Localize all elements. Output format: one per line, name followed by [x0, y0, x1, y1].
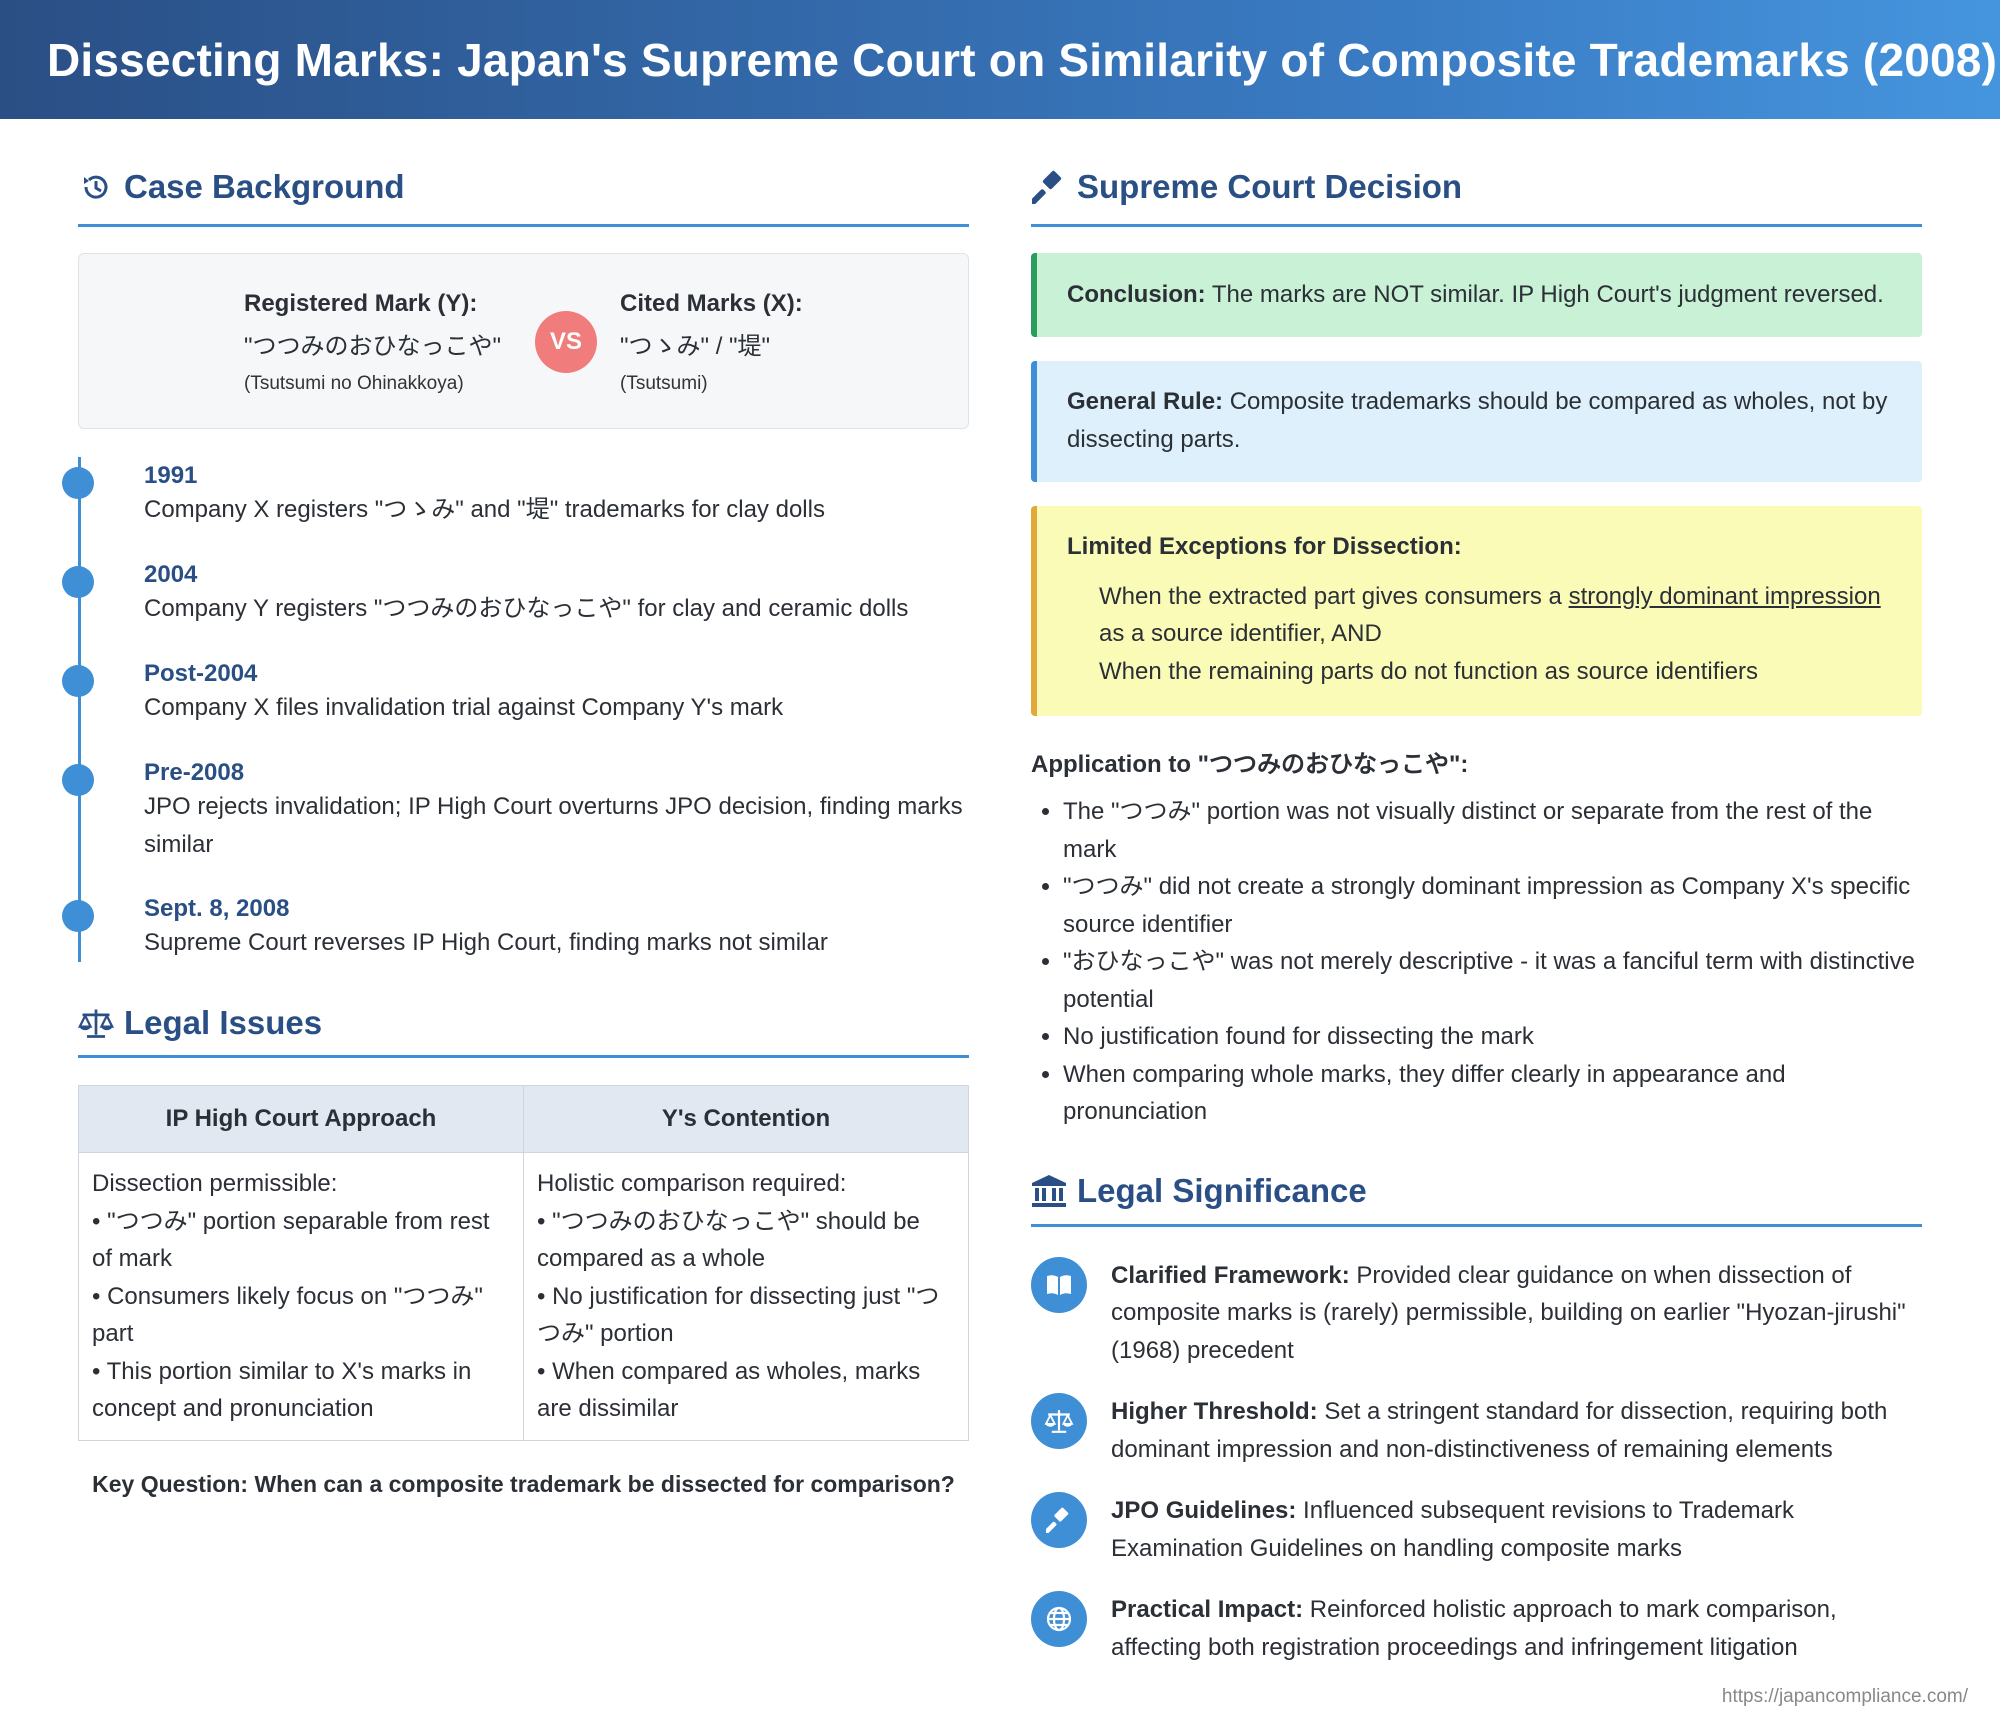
registered-mark-reading: (Tsutsumi no Ohinakkoya) — [244, 373, 464, 394]
page-title: Dissecting Marks: Japan's Supreme Court … — [47, 33, 1998, 86]
legal-issues-table: IP High Court Approach Y's Contention Di… — [78, 1085, 969, 1441]
cited-mark-title: Cited Marks (X): — [620, 290, 803, 317]
book-icon — [1031, 1256, 1087, 1313]
timeline-item: Pre-2008 JPO rejects invalidation; IP Hi… — [62, 758, 974, 864]
significance-list: Clarified Framework: Provided clear guid… — [1031, 1256, 1922, 1667]
timeline-year: Pre-2008 — [144, 759, 245, 786]
timeline-text: Company X registers "つゝみ" and "堤" tradem… — [144, 496, 825, 523]
timeline-dot — [62, 566, 94, 598]
application-title: Application to "つつみのおひなっこや": — [1031, 751, 1469, 778]
scale-icon — [78, 1005, 114, 1041]
column-header-y-contention: Y's Contention — [523, 1085, 969, 1153]
timeline-item: Sept. 8, 2008 Supreme Court reverses IP … — [62, 894, 974, 962]
registered-mark-title: Registered Mark (Y): — [244, 290, 478, 317]
significance-item: Clarified Framework: Provided clear guid… — [1031, 1256, 1922, 1370]
vs-badge: VS — [535, 311, 597, 373]
timeline-item: 2004 Company Y registers "つつみのおひなっこや" fo… — [62, 560, 974, 628]
history-icon — [78, 169, 114, 205]
timeline-year: Post-2004 — [144, 660, 258, 687]
cited-mark: Cited Marks (X): "つゝみ" / "堤" (Tsutsumi) — [620, 290, 803, 395]
registered-mark: Registered Mark (Y): "つつみのおひなっこや" (Tsuts… — [244, 290, 501, 395]
globe-icon — [1031, 1591, 1087, 1647]
timeline-text: JPO rejects invalidation; IP High Court … — [144, 793, 963, 858]
significance-item: Higher Threshold: Set a stringent standa… — [1031, 1393, 1922, 1468]
page-header: Dissecting Marks: Japan's Supreme Court … — [0, 0, 2000, 119]
exception-conditions: When the extracted part gives consumers … — [1099, 582, 1881, 685]
timeline-text: Company Y registers "つつみのおひなっこや" for cla… — [144, 595, 909, 622]
decision-heading: Supreme Court Decision — [1031, 119, 1922, 227]
case-background-heading: Case Background — [78, 119, 969, 227]
timeline-year: Sept. 8, 2008 — [144, 895, 290, 922]
general-rule-box: General Rule: Composite trademarks shoul… — [1031, 361, 1922, 482]
timeline-year: 2004 — [144, 561, 198, 588]
legal-issues-heading: Legal Issues — [78, 962, 969, 1058]
list-item: The "つつみ" portion was not visually disti… — [1063, 793, 1922, 868]
landmark-icon — [1031, 1173, 1067, 1209]
timeline-text: Company X files invalidation trial again… — [144, 694, 784, 721]
gavel-icon — [1031, 1492, 1087, 1548]
list-item: When comparing whole marks, they differ … — [1063, 1056, 1922, 1131]
timeline-dot — [62, 764, 94, 796]
list-item: "おひなっこや" was not merely descriptive - it… — [1063, 943, 1922, 1018]
cited-mark-reading: (Tsutsumi) — [620, 373, 708, 394]
exceptions-box: Limited Exceptions for Dissection: When … — [1031, 506, 1922, 716]
conclusion-box: Conclusion: The marks are NOT similar. I… — [1031, 253, 1922, 337]
mark-comparison-box: Registered Mark (Y): "つつみのおひなっこや" (Tsuts… — [78, 253, 969, 429]
cited-mark-text: "つゝみ" / "堤" — [620, 333, 771, 360]
timeline-line — [78, 457, 81, 962]
list-item: "つつみ" did not create a strongly dominant… — [1063, 868, 1922, 943]
timeline-item: 1991 Company X registers "つゝみ" and "堤" t… — [62, 461, 974, 529]
timeline-year: 1991 — [144, 462, 198, 489]
timeline-text: Supreme Court reverses IP High Court, fi… — [144, 929, 828, 956]
application-list: The "つつみ" portion was not visually disti… — [1031, 793, 1922, 1131]
case-timeline: 1991 Company X registers "つゝみ" and "堤" t… — [62, 457, 969, 962]
timeline-item: Post-2004 Company X files invalidation t… — [62, 659, 974, 727]
ip-high-court-cell: Dissection permissible: • "つつみ" portion … — [78, 1152, 524, 1441]
timeline-dot — [62, 900, 94, 932]
registered-mark-text: "つつみのおひなっこや" — [244, 333, 502, 360]
timeline-dot — [62, 467, 94, 499]
significance-item: Practical Impact: Reinforced holistic ap… — [1031, 1591, 1922, 1666]
significance-heading: Legal Significance — [1031, 1131, 1922, 1227]
scale-icon — [1031, 1393, 1087, 1449]
gavel-icon — [1031, 169, 1067, 205]
left-column: Case Background Registered Mark (Y): "つつ… — [62, 119, 969, 1498]
list-item: No justification found for dissecting th… — [1063, 1018, 1922, 1056]
significance-item: JPO Guidelines: Influenced subsequent re… — [1031, 1492, 1922, 1567]
key-question: Key Question: When can a composite trade… — [92, 1470, 955, 1497]
footer-url: https://japancompliance.com/ — [1721, 1686, 1968, 1707]
column-header-ip-high-court: IP High Court Approach — [78, 1085, 524, 1153]
timeline-dot — [62, 665, 94, 697]
right-column: Supreme Court Decision Conclusion: The m… — [1031, 119, 1922, 1666]
y-contention-cell: Holistic comparison required: • "つつみのおひな… — [523, 1152, 969, 1441]
